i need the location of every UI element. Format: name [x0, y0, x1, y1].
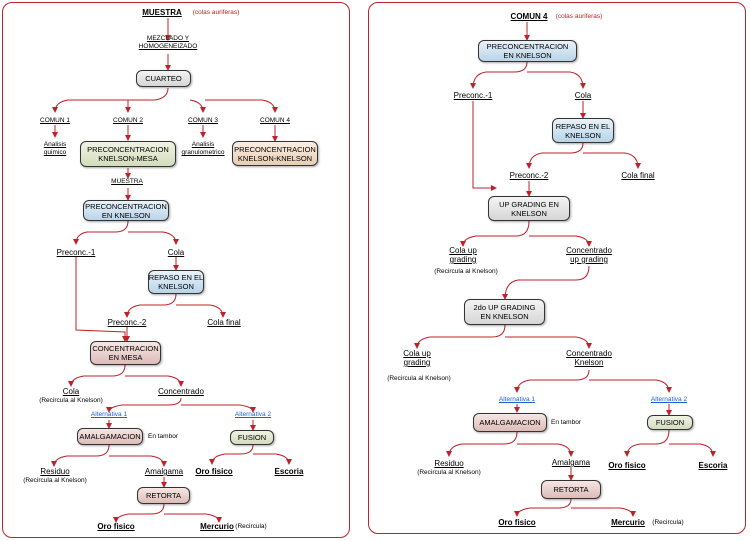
r-cola-final-label: Cola final: [621, 171, 655, 180]
r-alternativa-2-link[interactable]: Alternativa 2: [650, 396, 688, 403]
mercurio-note: (Recircula): [235, 523, 267, 530]
chemical-analysis-label: Analisis quimico: [43, 141, 67, 156]
en-tambor-label: En tambor: [148, 433, 178, 440]
mix-label: MEZCLADO Y HOMOGENEIZADO: [138, 35, 198, 50]
comun-2-label: COMUN 2: [113, 117, 143, 124]
precon-knelson-mesa-box: PRECONCENTRACION KNELSON-MESA: [80, 141, 176, 167]
retorta-box: RETORTA: [137, 487, 190, 504]
left-title: MUESTRA: [142, 8, 182, 17]
r-oro-fisico-1-label: Oro fisico: [608, 461, 646, 470]
r-amalgamacion-box: AMALGAMACION: [473, 413, 547, 432]
precon-en-knelson-box: PRECONCENTRACION EN KNELSON: [83, 200, 169, 221]
cola-label: Cola: [167, 248, 185, 257]
r-precon-en-knelson-box: PRECONCENTRACION EN KNELSON: [478, 40, 577, 62]
r-oro-fisico-2-label: Oro fisico: [498, 518, 536, 527]
precon-knelson-knelson-box: PRECONCENTRACION KNELSON-KNELSON: [232, 141, 318, 166]
r-residuo-label: Residuo: [434, 459, 464, 468]
alternativa-1-link[interactable]: Alternativa 1: [90, 411, 128, 418]
oro-fisico-1-label: Oro fisico: [195, 467, 233, 476]
right-title: COMUN 4: [510, 12, 548, 21]
amalgama-label: Amalgama: [144, 467, 184, 476]
fusion-box: FUSION: [230, 430, 274, 445]
muestra-label: MUESTRA: [111, 178, 143, 185]
left-title-note: (colas auriferas): [192, 9, 240, 16]
comun-1-label: COMUN 1: [40, 117, 70, 124]
escoria-label: Escoria: [274, 467, 304, 476]
r-repaso-knelson-box: REPASO EN EL KNELSON: [552, 118, 614, 143]
r-cola-label: Cola: [574, 91, 592, 100]
preconc-1-label: Preconc.-1: [56, 248, 96, 257]
r-cola-up-2-note: (Recircula al Knelson): [387, 375, 451, 382]
granulometric-analysis-label: Analisis granulometrico: [181, 141, 225, 156]
r-residuo-note: (Recircula al Knelson): [417, 469, 481, 476]
concentrado-label: Concentrado: [158, 387, 204, 396]
right-title-note: (colas auriferas): [555, 13, 603, 20]
r-fusion-box: FUSION: [647, 415, 693, 430]
mercurio-label: Mercurio: [200, 522, 234, 531]
r-preconc-1-label: Preconc.-1: [453, 91, 493, 100]
residuo-note: (Recircula al Knelson): [23, 477, 87, 484]
r-alternativa-1-link[interactable]: Alternativa 1: [498, 396, 536, 403]
r-concentrado-knelson-label: Concentrado Knelson: [566, 349, 612, 367]
right-panel: [368, 2, 746, 534]
alternativa-2-link[interactable]: Alternativa 2: [234, 411, 272, 418]
cola-final-label: Cola final: [207, 318, 241, 327]
amalgamacion-box: AMALGAMACION: [77, 428, 143, 445]
r-cola-up-note: (Recircula al Knelson): [434, 268, 498, 275]
cola-2-label: Cola: [62, 387, 80, 396]
oro-fisico-2-label: Oro fisico: [97, 522, 135, 531]
r-mercurio-label: Mercurio: [611, 518, 645, 527]
r-amalgama-label: Amalgama: [551, 458, 591, 467]
quartering-box: CUARTEO: [136, 70, 191, 87]
left-panel: [2, 2, 350, 538]
r-en-tambor-label: En tambor: [551, 419, 581, 426]
comun-4-label: COMUN 4: [260, 117, 290, 124]
r-retorta-box: RETORTA: [541, 480, 601, 499]
cola-2-note: (Recircula al Knelson): [39, 397, 103, 404]
residuo-label: Residuo: [40, 467, 70, 476]
preconc-2-label: Preconc.-2: [107, 318, 147, 327]
r-escoria-label: Escoria: [698, 461, 728, 470]
r-concentrado-up-label: Concentrado up grading: [566, 246, 612, 264]
r-mercurio-note: (Recircula): [652, 519, 684, 526]
r-2do-upgrading-box: 2do UP GRADING EN KNELSON: [464, 299, 545, 325]
repaso-knelson-box: REPASO EN EL KNELSON: [148, 270, 204, 294]
comun-3-label: COMUN 3: [188, 117, 218, 124]
r-preconc-2-label: Preconc.-2: [509, 171, 549, 180]
concentracion-mesa-box: CONCENTRACION EN MESA: [90, 341, 161, 365]
r-cola-up-2-label: Cola up grading: [403, 349, 431, 367]
r-upgrading-box: UP GRADING EN KNELSON: [488, 196, 570, 221]
r-cola-up-label: Cola up grading: [449, 246, 477, 264]
